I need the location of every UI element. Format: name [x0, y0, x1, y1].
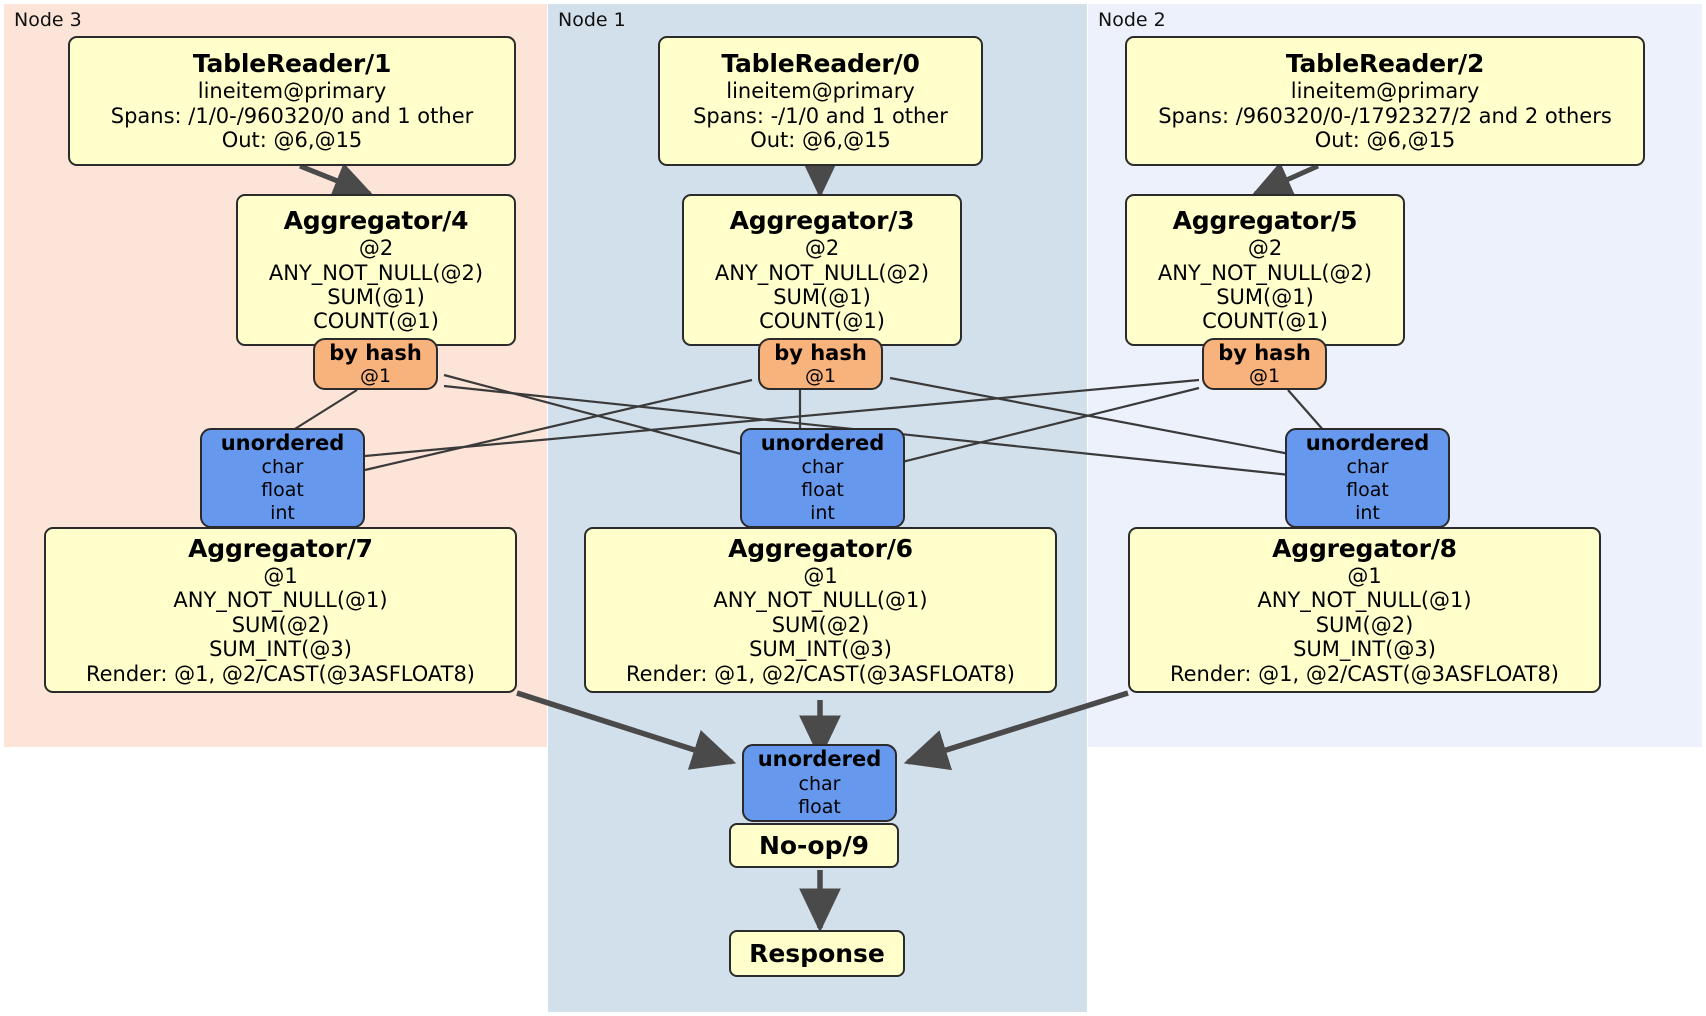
processor-title: Aggregator/8: [1272, 534, 1457, 564]
processor-render: Render: @1, @2/CAST(@3ASFLOAT8): [85, 661, 476, 686]
processor-title: TableReader/0: [721, 49, 920, 79]
processor-group-col: @1: [263, 564, 298, 589]
processor-out: Out: @6,@15: [221, 128, 363, 153]
node-panel-label-node1: Node 1: [558, 9, 626, 31]
processor-agg-func-1: ANY_NOT_NULL(@1): [713, 588, 928, 613]
processor-agg-func-2: SUM(@2): [231, 612, 330, 637]
synchronizer-type-2: float: [261, 479, 304, 502]
processor-aggregator-8[interactable]: Aggregator/8 @1 ANY_NOT_NULL(@1) SUM(@2)…: [1128, 527, 1601, 693]
processor-title: Aggregator/3: [729, 206, 915, 236]
router-by-hash-middle[interactable]: by hash @1: [758, 338, 883, 390]
synchronizer-type-2: float: [801, 479, 844, 502]
processor-agg-func-2: SUM(@1): [327, 285, 425, 309]
processor-group-col: @2: [804, 236, 840, 261]
processor-aggregator-5[interactable]: Aggregator/5 @2 ANY_NOT_NULL(@2) SUM(@1)…: [1125, 194, 1405, 346]
router-title: by hash: [329, 340, 422, 365]
synchronizer-unordered-left[interactable]: unordered char float int: [200, 428, 365, 528]
processor-agg-func-2: SUM(@1): [773, 285, 871, 309]
node-panel-label-node3: Node 3: [14, 9, 82, 31]
processor-aggregator-7[interactable]: Aggregator/7 @1 ANY_NOT_NULL(@1) SUM(@2)…: [44, 527, 517, 693]
processor-title: No-op/9: [758, 831, 870, 860]
router-column: @1: [1248, 365, 1281, 388]
processor-aggregator-3[interactable]: Aggregator/3 @2 ANY_NOT_NULL(@2) SUM(@1)…: [682, 194, 962, 346]
processor-agg-func-2: SUM(@2): [771, 612, 870, 637]
processor-agg-func-1: ANY_NOT_NULL(@1): [173, 588, 388, 613]
processor-spans: Spans: /1/0-/960320/0 and 1 other: [110, 103, 474, 128]
processor-render: Render: @1, @2/CAST(@3ASFLOAT8): [625, 661, 1016, 686]
router-title: by hash: [1218, 340, 1311, 365]
processor-agg-func-3: SUM_INT(@3): [749, 637, 892, 662]
synchronizer-unordered-final[interactable]: unordered char float: [742, 744, 897, 822]
processor-table: lineitem@primary: [197, 79, 387, 104]
processor-out: Out: @6,@15: [750, 128, 891, 153]
synchronizer-title: unordered: [757, 747, 882, 772]
synchronizer-type-1: char: [261, 455, 304, 478]
processor-no-op-9[interactable]: No-op/9: [729, 823, 899, 868]
processor-table: lineitem@primary: [726, 79, 915, 104]
processor-title: Aggregator/4: [283, 206, 469, 236]
processor-table-reader-2[interactable]: TableReader/2 lineitem@primary Spans: /9…: [1125, 36, 1645, 166]
synchronizer-type-3: int: [1355, 502, 1380, 525]
processor-group-col: @1: [1347, 564, 1382, 589]
synchronizer-title: unordered: [1305, 430, 1430, 455]
processor-title: Aggregator/7: [188, 534, 373, 564]
processor-title: TableReader/2: [1285, 49, 1485, 79]
router-by-hash-right[interactable]: by hash @1: [1202, 338, 1327, 390]
router-by-hash-left[interactable]: by hash @1: [313, 338, 438, 390]
router-title: by hash: [774, 340, 867, 365]
processor-aggregator-4[interactable]: Aggregator/4 @2 ANY_NOT_NULL(@2) SUM(@1)…: [236, 194, 516, 346]
processor-spans: Spans: -/1/0 and 1 other: [693, 103, 948, 128]
processor-agg-func-3: COUNT(@1): [1202, 309, 1328, 334]
processor-agg-func-3: COUNT(@1): [759, 309, 885, 334]
processor-agg-func-1: ANY_NOT_NULL(@2): [268, 260, 484, 285]
processor-title: Aggregator/5: [1172, 206, 1358, 236]
processor-table-reader-0[interactable]: TableReader/0 lineitem@primary Spans: -/…: [658, 36, 983, 166]
processor-group-col: @2: [358, 236, 394, 261]
synchronizer-type-3: int: [810, 502, 835, 525]
processor-title: Aggregator/6: [728, 534, 913, 564]
processor-group-col: @2: [1247, 236, 1283, 261]
processor-group-col: @1: [803, 564, 838, 589]
processor-table: lineitem@primary: [1290, 79, 1480, 104]
synchronizer-title: unordered: [220, 430, 345, 455]
synchronizer-type-2: float: [1346, 479, 1389, 502]
processor-agg-func-1: ANY_NOT_NULL(@2): [1157, 260, 1373, 285]
processor-title: TableReader/1: [192, 49, 392, 79]
processor-agg-func-3: SUM_INT(@3): [209, 637, 352, 662]
synchronizer-title: unordered: [760, 430, 885, 455]
processor-render: Render: @1, @2/CAST(@3ASFLOAT8): [1169, 661, 1560, 686]
synchronizer-type-1: char: [798, 772, 841, 795]
synchronizer-type-2: float: [798, 795, 841, 818]
synchronizer-type-1: char: [801, 455, 844, 478]
response-title: Response: [749, 939, 885, 968]
processor-agg-func-2: SUM(@2): [1315, 612, 1414, 637]
router-column: @1: [359, 365, 392, 388]
node-panel-label-node2: Node 2: [1098, 9, 1166, 31]
processor-agg-func-3: SUM_INT(@3): [1293, 637, 1436, 662]
processor-table-reader-1[interactable]: TableReader/1 lineitem@primary Spans: /1…: [68, 36, 516, 166]
synchronizer-type-1: char: [1346, 455, 1389, 478]
processor-agg-func-3: COUNT(@1): [313, 309, 439, 334]
response-node[interactable]: Response: [729, 930, 905, 977]
processor-agg-func-1: ANY_NOT_NULL(@1): [1257, 588, 1472, 613]
synchronizer-unordered-right[interactable]: unordered char float int: [1285, 428, 1450, 528]
processor-spans: Spans: /960320/0-/1792327/2 and 2 others: [1158, 103, 1612, 128]
synchronizer-unordered-middle[interactable]: unordered char float int: [740, 428, 905, 528]
processor-agg-func-1: ANY_NOT_NULL(@2): [714, 260, 930, 285]
processor-agg-func-2: SUM(@1): [1216, 285, 1314, 309]
processor-out: Out: @6,@15: [1314, 128, 1456, 153]
processor-aggregator-6[interactable]: Aggregator/6 @1 ANY_NOT_NULL(@1) SUM(@2)…: [584, 527, 1057, 693]
synchronizer-type-3: int: [270, 502, 295, 525]
router-column: @1: [804, 365, 837, 388]
